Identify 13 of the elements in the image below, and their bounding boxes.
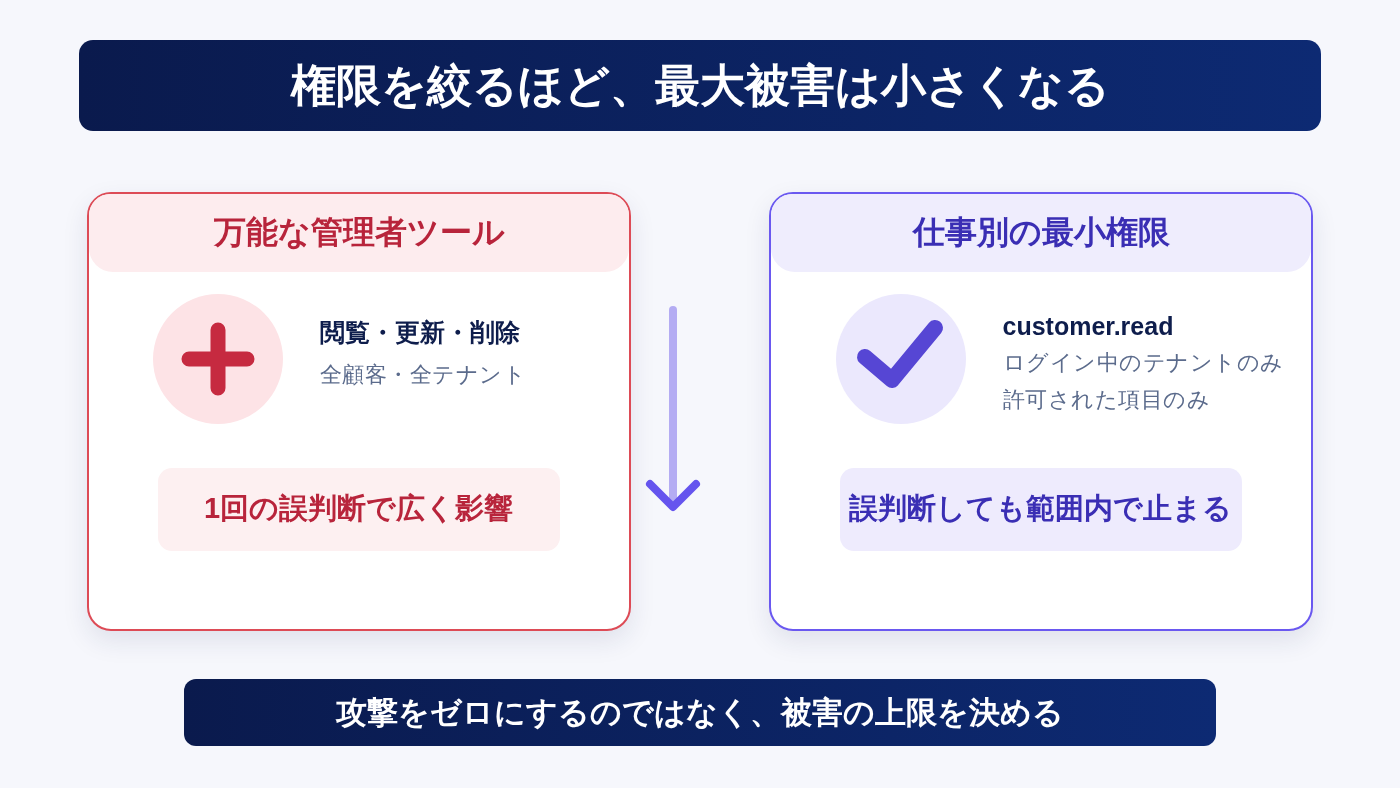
permission-label: 閲覧・更新・削除 (319, 316, 520, 347)
result-box: 1回の誤判断で広く影響 (157, 467, 560, 551)
scope-text: 全顧客・全テナント (319, 360, 526, 389)
permission-label: customer.read (1002, 310, 1174, 341)
result-box: 誤判断しても範囲内で止まる (839, 467, 1242, 551)
title-banner: 権限を絞るほど、最大被害は小さくなる (79, 40, 1321, 131)
caption-banner: 攻撃をゼロにするのではなく、被害の上限を決める (184, 679, 1216, 746)
card-panel (769, 192, 1313, 631)
scope-text: 許可された項目のみ (1002, 385, 1210, 414)
scope-text: ログイン中のテナントのみ (1002, 348, 1284, 377)
card-header: 万能な管理者ツール (89, 194, 629, 272)
card-panel (87, 192, 631, 631)
card-header: 仕事別の最小権限 (771, 194, 1311, 272)
